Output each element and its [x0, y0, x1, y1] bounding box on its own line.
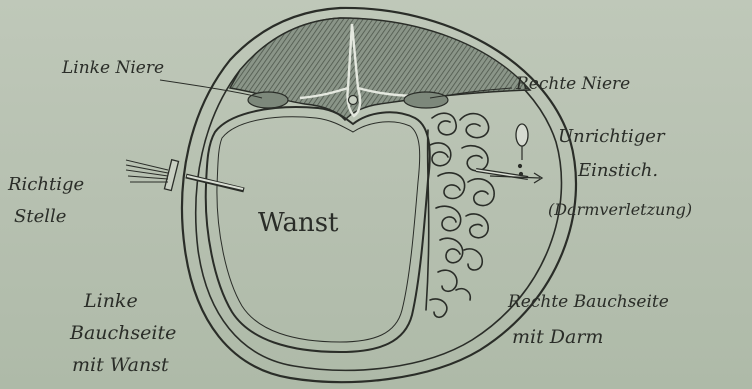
label-left-flank-line3: mit Wanst — [72, 354, 169, 377]
label-correct-place-line1: Richtige — [8, 174, 84, 196]
spinal-canal — [349, 96, 358, 105]
label-left-flank-line2: Bauchseite — [70, 322, 176, 345]
label-right-flank-line1: Rechte Bauchseite — [508, 292, 669, 312]
left-kidney — [248, 92, 288, 108]
label-left-kidney: Linke Niere — [62, 58, 164, 78]
label-wrong-puncture-line2: Einstich. — [578, 160, 658, 182]
label-left-flank-line1: Linke — [84, 290, 138, 313]
right-kidney — [404, 92, 448, 108]
label-wrong-puncture-line1: Unrichtiger — [558, 126, 665, 148]
label-right-kidney: Rechte Niere — [516, 74, 630, 94]
label-right-flank-line2: mit Darm — [512, 326, 603, 349]
intestine-coils — [426, 113, 494, 317]
label-rumen: Wanst — [258, 208, 339, 239]
label-wrong-puncture-line3: (Darmverletzung) — [548, 200, 692, 219]
label-correct-place-line2: Stelle — [14, 206, 66, 228]
